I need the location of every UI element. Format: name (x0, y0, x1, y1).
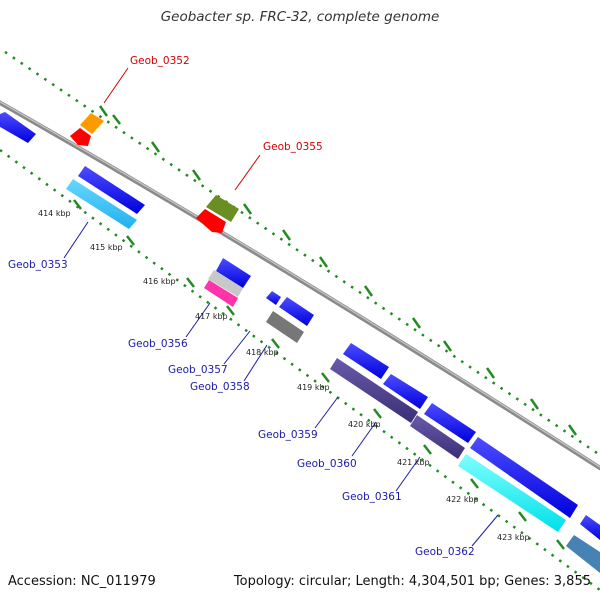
gene-geob-0356-magenta (204, 280, 238, 307)
gene-label-geob-0360: Geob_0360 (297, 458, 357, 470)
gene-geob-0352-red (70, 128, 91, 146)
gene-label-geob-0353: Geob_0353 (8, 259, 68, 271)
map-title: Geobacter sp. FRC-32, complete genome (160, 9, 440, 25)
kbp-label-415: 415 kbp (90, 243, 123, 252)
kbp-tick-labels: 414 kbp 415 kbp 416 kbp 417 kbp 418 kbp … (38, 209, 530, 542)
gene-right-edge-blue (580, 515, 600, 540)
gene-geob-0361-blue (424, 403, 476, 443)
gene-geob-0356-blue (216, 258, 251, 288)
gene-arrow-left-edge (0, 112, 36, 143)
gene-geob-0357-blue (279, 297, 314, 326)
gene-label-geob-0361: Geob_0361 (342, 491, 402, 503)
gene-geob-0362-cyan (458, 454, 566, 532)
genome-backbone (0, 100, 600, 471)
gene-geob-0355-olive (206, 195, 239, 222)
gene-geob-0353-blue (78, 166, 145, 214)
accession-label: Accession: NC_011979 (8, 574, 156, 589)
gene-geob-0362-blue (470, 437, 578, 518)
gene-label-group: Geob_0352 Geob_0355 Geob_0353 Geob_0356 … (8, 55, 475, 558)
gene-label-geob-0357: Geob_0357 (168, 364, 228, 376)
genome-summary-label: Topology: circular; Length: 4,304,501 bp… (233, 574, 591, 589)
gene-geob-0360-purple (410, 415, 465, 459)
outer-dot-track (4, 50, 600, 457)
gene-label-geob-0359: Geob_0359 (258, 429, 318, 441)
kbp-label-422: 422 kbp (446, 495, 479, 504)
gene-geob-0359-blue (343, 343, 389, 379)
kbp-label-417: 417 kbp (195, 312, 228, 321)
label-connectors (63, 67, 499, 547)
gene-geob-0353-lightblue (66, 179, 137, 229)
kbp-label-423: 423 kbp (497, 533, 530, 542)
gene-geob-0352-orange (80, 113, 104, 134)
gene-geob-0359-purple (330, 358, 418, 423)
gene-small-blue (266, 291, 281, 305)
gene-label-geob-0352: Geob_0352 (130, 55, 190, 67)
gene-right-edge-steel (566, 535, 600, 573)
kbp-label-416: 416 kbp (143, 277, 176, 286)
inner-dot-track (0, 148, 600, 592)
gene-geob-0355-red (196, 209, 226, 233)
gene-label-geob-0355: Geob_0355 (263, 141, 323, 153)
gene-label-geob-0356: Geob_0356 (128, 338, 188, 350)
gene-geob-0358-grey (266, 311, 304, 343)
gene-geob-0356-grey (208, 270, 243, 297)
gene-label-geob-0362: Geob_0362 (415, 546, 475, 558)
outer-major-ticks (98, 105, 578, 436)
gene-features (0, 112, 600, 573)
kbp-label-421: 421 kbp (397, 458, 430, 467)
kbp-label-414: 414 kbp (38, 209, 71, 218)
inner-major-ticks (73, 199, 565, 550)
gene-geob-0360-blue (383, 374, 428, 409)
gene-label-geob-0358: Geob_0358 (190, 381, 250, 393)
kbp-label-418: 418 kbp (246, 348, 279, 357)
kbp-label-420: 420 kbp (348, 420, 381, 429)
kbp-label-419: 419 kbp (297, 383, 330, 392)
